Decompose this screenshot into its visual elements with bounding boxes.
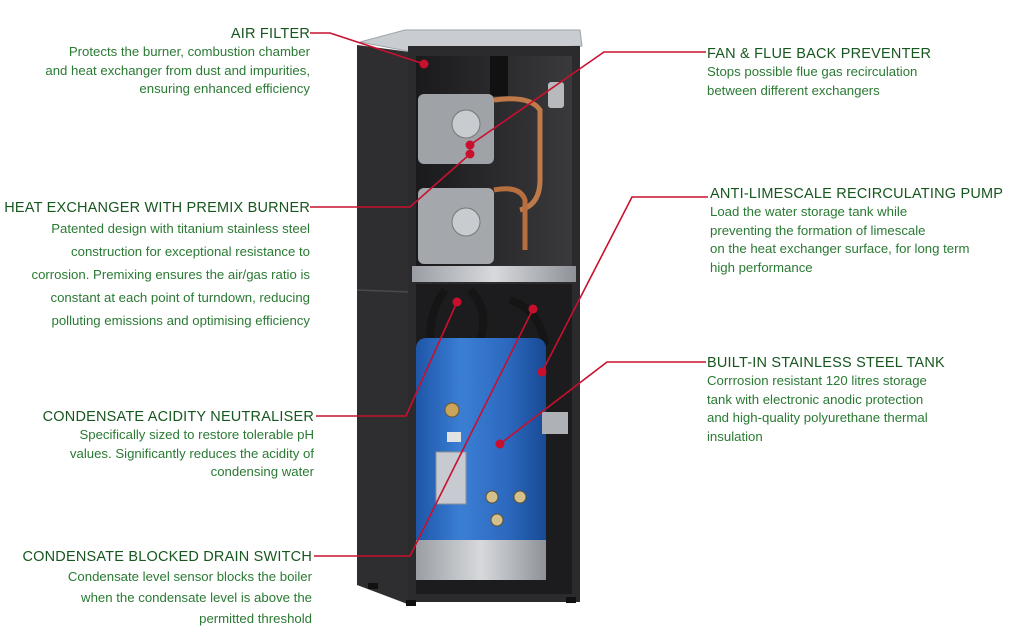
callout-fan-flue: FAN & FLUE BACK PREVENTER Stops possible… bbox=[707, 45, 1007, 100]
leader-fan-flue bbox=[469, 51, 706, 146]
callout-title: AIR FILTER bbox=[230, 26, 310, 42]
callout-desc-line: on the heat exchanger surface, for long … bbox=[710, 241, 970, 256]
callout-title: ANTI-LIMESCALE RECIRCULATING PUMP bbox=[710, 186, 1004, 202]
callout-drain-switch: CONDENSATE BLOCKED DRAIN SWITCH Condensa… bbox=[0, 548, 312, 629]
marker-drain-switch bbox=[528, 304, 538, 314]
callout-desc-line: preventing the formation of limescale bbox=[710, 222, 926, 238]
callout-air-filter: AIR FILTER Protects the burner, combusti… bbox=[0, 25, 310, 99]
callout-desc-line: corrosion. Premixing ensures the air/gas… bbox=[31, 267, 310, 282]
marker-air-filter bbox=[419, 59, 429, 69]
callout-desc-line: Stops possible flue gas recirculation bbox=[707, 64, 918, 79]
callout-desc-line: when the condensate level is above the bbox=[81, 590, 312, 605]
marker-limescale-pump bbox=[537, 367, 547, 377]
callout-title: CONDENSATE BLOCKED DRAIN SWITCH bbox=[22, 549, 312, 565]
callout-desc-line: Patented design with titanium stainless … bbox=[51, 221, 310, 236]
callout-desc-line: values. Significantly reduces the acidit… bbox=[69, 445, 314, 461]
callout-steel-tank: BUILT-IN STAINLESS STEEL TANK Corrrosion… bbox=[707, 354, 1007, 446]
leader-steel-tank bbox=[499, 361, 706, 445]
callout-title: CONDENSATE ACIDITY NEUTRALISER bbox=[42, 409, 314, 425]
leader-drain-switch bbox=[314, 308, 534, 557]
marker-heat-exchanger bbox=[465, 149, 475, 159]
callout-desc-line: ensuring enhanced efficiency bbox=[139, 81, 310, 96]
marker-steel-tank bbox=[495, 439, 505, 449]
leader-acidity-neutraliser bbox=[316, 301, 458, 417]
callout-desc-line: and heat exchanger from dust and impurit… bbox=[45, 62, 310, 78]
callout-desc-line: Load the water storage tank while bbox=[710, 204, 908, 219]
callout-desc-line: permitted threshold bbox=[199, 611, 312, 626]
marker-fan-flue bbox=[465, 140, 475, 150]
leader-limescale-pump bbox=[541, 196, 708, 373]
mid-shelf bbox=[412, 266, 576, 282]
callout-acidity-neutraliser: CONDENSATE ACIDITY NEUTRALISER Specifica… bbox=[0, 408, 314, 482]
callout-desc-line: condensing water bbox=[210, 464, 314, 479]
cabinet-side-panel bbox=[357, 45, 410, 605]
tank-rating-plate bbox=[435, 451, 467, 505]
callout-title: HEAT EXCHANGER WITH PREMIX BURNER bbox=[4, 200, 310, 216]
callout-desc-line: Specifically sized to restore tolerable … bbox=[79, 427, 314, 442]
callout-desc-line: and high-quality polyurethane thermal bbox=[707, 410, 928, 425]
callout-desc-line: tank with electronic anodic protection bbox=[707, 391, 924, 407]
leader-heat-exchanger bbox=[310, 153, 471, 208]
callout-heat-exchanger: HEAT EXCHANGER WITH PREMIX BURNER Patent… bbox=[0, 199, 310, 332]
callout-desc-line: insulation bbox=[707, 428, 763, 444]
callout-desc-line: between different exchangers bbox=[707, 82, 880, 98]
callout-desc-line: constant at each point of turndown, redu… bbox=[50, 290, 310, 305]
marker-acidity-neutraliser bbox=[452, 297, 462, 307]
callout-title: FAN & FLUE BACK PREVENTER bbox=[707, 46, 932, 62]
callout-desc-line: Condensate level sensor blocks the boile… bbox=[67, 569, 312, 584]
callout-desc-line: Corrrosion resistant 120 litres storage bbox=[707, 373, 927, 388]
callout-limescale-pump: ANTI-LIMESCALE RECIRCULATING PUMP Load t… bbox=[710, 185, 1010, 277]
callout-title: BUILT-IN STAINLESS STEEL TANK bbox=[707, 355, 945, 371]
callout-desc-line: Protects the burner, combustion chamber bbox=[68, 44, 310, 59]
leader-air-filter bbox=[310, 32, 425, 65]
callout-desc-line: construction for exceptional resistance … bbox=[71, 244, 310, 259]
callout-desc-line: polluting emissions and optimising effic… bbox=[51, 313, 310, 328]
callout-desc-line: high performance bbox=[710, 259, 813, 275]
